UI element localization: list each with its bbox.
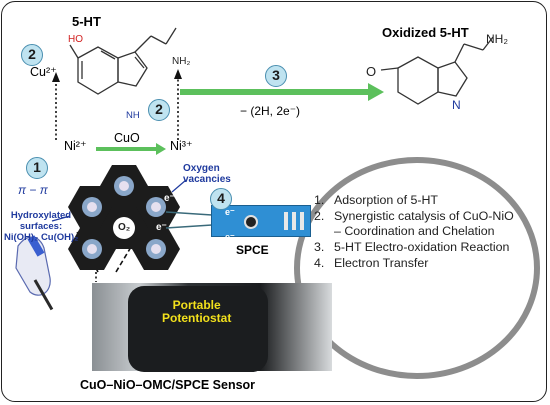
hydroxylated-surfaces-label: Hydroxylated surfaces: Ni(OH)₂ Cu(OH)₂ [4, 210, 79, 243]
step-item: 4.Electron Transfer [314, 256, 429, 270]
cuo-label: CuO [114, 131, 140, 145]
steps-ellipse [294, 157, 540, 379]
potentiostat-label: Portable Potentiostat [162, 298, 232, 325]
step-badge-3: 3 [265, 65, 287, 87]
ni3-label: Ni³⁺ [170, 139, 193, 153]
o2-label: O₂ [118, 222, 131, 233]
sensor-caption: CuO–NiO–OMC/SPCE Sensor [80, 378, 256, 392]
hydroxyl-label: HO [68, 34, 83, 45]
electron-label-2: e⁻ [156, 222, 167, 233]
ketone-label: O [366, 64, 377, 79]
ni2-label: Ni²⁺ [64, 139, 87, 153]
electron-label-3: e⁻ [225, 207, 235, 217]
steps-list: 1.Adsorption of 5-HT 2.Synergistic catal… [314, 193, 514, 272]
amine-label: NH₂ [172, 56, 191, 67]
hexagon-cluster [68, 165, 180, 270]
dotted-arrows [55, 76, 179, 282]
step-item: 3.5-HT Electro-oxidation Reaction [314, 240, 510, 254]
spce-label: SPCE [236, 243, 269, 257]
step-badge-2b: 2 [148, 99, 170, 121]
spce-electrode [211, 205, 311, 237]
electron-label-1: e⁻ [164, 193, 175, 204]
step-badge-4: 4 [210, 188, 232, 210]
step-badge-1: 1 [26, 157, 48, 179]
copper-ion-label: Cu²⁺ [30, 65, 57, 79]
glove-icon [15, 235, 54, 311]
serotonin-structure [69, 27, 177, 95]
oxidized-title: Oxidized 5-HT [382, 25, 469, 40]
reaction-arrow [96, 83, 384, 155]
electron-label-4: e⁻ [225, 232, 235, 242]
oxidized-n-label: N [452, 98, 461, 112]
pi-pi-label: π − π [18, 183, 48, 197]
step-badge-2a: 2 [21, 44, 43, 66]
serotonin-title: 5-HT [72, 14, 101, 29]
oxidized-serotonin-structure [380, 36, 494, 105]
reaction-label: − (2H, 2e⁻) [240, 104, 301, 118]
nh-label: NH [126, 110, 140, 121]
oxygen-vacancies-label: Oxygen vacancies [183, 163, 231, 185]
potentiostat-device [128, 286, 268, 372]
step-item: 1.Adsorption of 5-HT [314, 193, 438, 207]
step-item: 2.Synergistic catalysis of CuO-NiO – Coo… [314, 209, 514, 238]
oxidized-amine-label: NH₂ [486, 32, 508, 46]
